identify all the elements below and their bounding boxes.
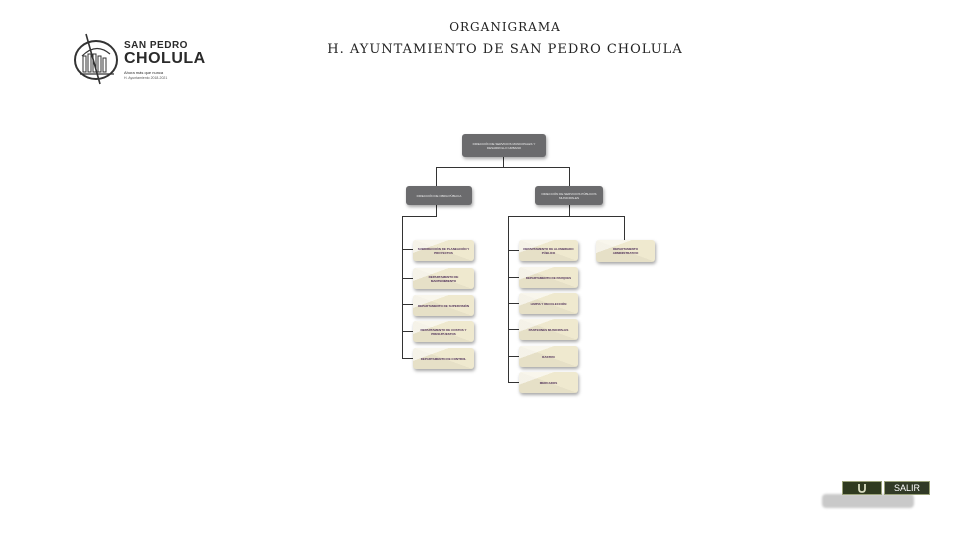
connector [402, 331, 413, 332]
connector [402, 216, 403, 359]
org-left-label: SUBDIRECCIÓN DE PLANEACIÓN Y PROYECTOS [417, 246, 470, 255]
logo-line-3: Ahora más que nunca [124, 70, 164, 75]
org-root-label: DIRECCIÓN DE SERVICIOS MUNICIPALES Y DES… [472, 141, 536, 150]
connector [624, 216, 625, 241]
org-level1-box-right[interactable]: DIRECCIÓN DE SERVICIOS PÚBLICOS MUNICIPA… [535, 186, 603, 205]
org-root-box[interactable]: DIRECCIÓN DE SERVICIOS MUNICIPALES Y DES… [462, 134, 546, 157]
org-right-label: RASTRO [542, 354, 555, 359]
org-right-box[interactable]: PANTEONES MUNICIPALES [519, 319, 578, 340]
org-left-box[interactable]: DEPARTAMENTO DE MANTENIMIENTO [413, 268, 474, 289]
connector [508, 303, 519, 304]
logo-line-4: H. Ayuntamiento 2018-2021 [124, 76, 168, 80]
connector [508, 216, 509, 383]
exit-icon-button[interactable] [842, 481, 882, 495]
org-right-box[interactable]: DEPARTAMENTO DE PARQUES [519, 267, 578, 288]
logo-emblem-icon [74, 33, 118, 85]
logo-line-1: SAN PEDRO [124, 40, 188, 51]
connector [569, 205, 570, 216]
org-right-extra-box[interactable]: DEPARTAMENTO ADMINISTRATIVO [596, 240, 655, 262]
org-level1-box-left[interactable]: DIRECCIÓN DE OBRA PÚBLICA [406, 186, 472, 205]
org-right-label: DEPARTAMENTO DE PARQUES [525, 275, 572, 280]
org-right-label: MERCADOS [539, 380, 558, 385]
connector [402, 278, 413, 279]
connector [508, 329, 519, 330]
connector [402, 249, 413, 250]
org-level1-label: DIRECCIÓN DE SERVICIOS PÚBLICOS MUNICIPA… [541, 191, 597, 200]
logo-text: SAN PEDRO CHOLULA Ahora más que nunca H.… [124, 40, 206, 80]
exit-button[interactable]: SALIR [884, 481, 930, 495]
page-title: ORGANIGRAMA [449, 20, 561, 34]
connector [436, 167, 437, 188]
org-left-label: DEPARTAMENTO DE COSTOS Y PRESUPUESTOS [420, 327, 467, 336]
org-right-box[interactable]: MERCADOS [519, 372, 578, 393]
logo: SAN PEDRO CHOLULA Ahora más que nunca H.… [72, 30, 205, 86]
org-right-label: DEPARTAMENTO DE ALUMBRADO PÚBLICO [523, 246, 574, 255]
connector [508, 250, 519, 251]
exit-label: SALIR [893, 483, 920, 493]
org-left-label: DEPARTAMENTO DE MANTENIMIENTO [428, 274, 459, 283]
org-right-box[interactable]: RASTRO [519, 346, 578, 367]
org-level1-label: DIRECCIÓN DE OBRA PÚBLICA [416, 193, 462, 198]
org-right-box[interactable]: DEPARTAMENTO DE ALUMBRADO PÚBLICO [519, 240, 578, 261]
u-turn-icon [858, 484, 866, 493]
org-left-box[interactable]: DEPARTAMENTO DE CONTROL [413, 348, 474, 369]
connector [503, 157, 504, 167]
page-subtitle: H. AYUNTAMIENTO DE SAN PEDRO CHOLULA [327, 42, 683, 57]
org-left-label: DEPARTAMENTO DE CONTROL [420, 356, 467, 361]
connector [569, 167, 570, 188]
org-left-label: DEPARTAMENTO DE SUPERVISIÓN [417, 303, 470, 308]
connector [436, 205, 437, 216]
connector [402, 358, 413, 359]
connector [508, 277, 519, 278]
org-right-label: PANTEONES MUNICIPALES [528, 327, 569, 332]
connector [402, 216, 437, 217]
connector [402, 304, 413, 305]
connector [508, 382, 519, 383]
logo-line-2: CHOLULA [124, 50, 206, 67]
org-left-box[interactable]: SUBDIRECCIÓN DE PLANEACIÓN Y PROYECTOS [413, 240, 474, 261]
org-right-box[interactable]: LIMPIA Y RECOLECCIÓN [519, 293, 578, 314]
org-left-box[interactable]: DEPARTAMENTO DE COSTOS Y PRESUPUESTOS [413, 321, 474, 342]
org-left-box[interactable]: DEPARTAMENTO DE SUPERVISIÓN [413, 295, 474, 316]
connector [508, 216, 625, 217]
connector [436, 167, 570, 168]
org-right-label: LIMPIA Y RECOLECCIÓN [530, 301, 567, 306]
exit-button-shadow [822, 494, 914, 508]
org-right-extra-label: DEPARTAMENTO ADMINISTRATIVO [612, 247, 639, 255]
connector [508, 356, 519, 357]
